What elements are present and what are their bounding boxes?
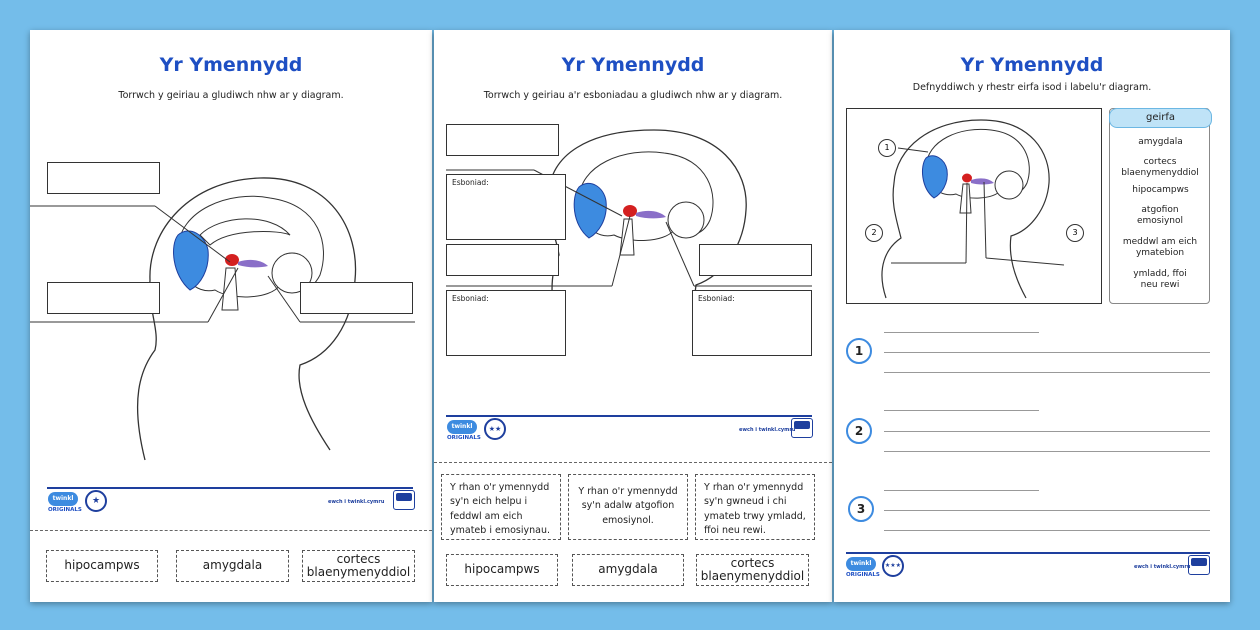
answer-line[interactable] <box>884 352 1210 353</box>
quality-badge-icon <box>791 418 813 438</box>
twinkl-logo: twinkl ORIGINALS <box>447 420 481 446</box>
explanation-box-2[interactable]: Esboniad: <box>446 290 566 356</box>
explanation-box-1[interactable]: Esboniad: <box>446 174 566 240</box>
label-box-3[interactable] <box>300 282 413 314</box>
cutout-description[interactable]: Y rhan o'r ymennydd sy'n adalw atgofion … <box>568 474 688 540</box>
label-box-1[interactable] <box>446 124 559 156</box>
cutout-word[interactable]: amygdala <box>176 550 289 582</box>
vocab-word: hipocampws <box>1132 185 1189 195</box>
cutout-word[interactable]: hipocampws <box>46 550 158 582</box>
footer-divider <box>846 552 1210 554</box>
instruction: Torrwch y geiriau a'r esboniadau a gludi… <box>483 90 783 101</box>
page-title: Yr Ymennydd <box>561 54 705 76</box>
answer-line[interactable] <box>884 490 1039 491</box>
answer-line[interactable] <box>884 372 1210 373</box>
page-title: Yr Ymennydd <box>960 54 1104 76</box>
cutout-description[interactable]: Y rhan o'r ymennydd sy'n gwneud i chi ym… <box>695 474 815 540</box>
label-box-2[interactable] <box>446 244 559 276</box>
cutout-word[interactable]: hipocampws <box>446 554 558 586</box>
diagram-label-2: 2 <box>865 224 883 242</box>
label-box-1[interactable] <box>47 162 160 194</box>
leader-lines <box>30 205 415 323</box>
diagram-label-3: 3 <box>1066 224 1084 242</box>
quality-badge-icon <box>1188 555 1210 575</box>
quality-badge-icon <box>393 490 415 510</box>
answer-line[interactable] <box>884 431 1210 432</box>
website-link[interactable]: ewch i twinkl.cymru <box>1134 564 1191 570</box>
cutout-word[interactable]: amygdala <box>572 554 684 586</box>
head-diagram <box>881 119 1065 299</box>
worksheet-2: Yr Ymennydd Torrwch y geiriau a'r esboni… <box>434 30 832 602</box>
head-diagram <box>136 177 357 461</box>
vocab-word: amygdala <box>1138 137 1183 147</box>
footer-divider <box>446 415 812 417</box>
cutout-word[interactable]: cortecs blaenymenyddiol <box>302 550 415 582</box>
vocab-word: meddwl am eich ymatebion <box>1122 237 1198 258</box>
vocab-word: cortecs blaenymenyddiol <box>1121 157 1199 178</box>
website-link[interactable]: ewch i twinkl.cymru <box>328 499 385 505</box>
question-number: 3 <box>848 496 874 522</box>
cut-line <box>30 530 432 531</box>
instruction: Torrwch y geiriau a gludiwch nhw ar y di… <box>118 90 344 101</box>
explanation-box-3[interactable]: Esboniad: <box>692 290 812 356</box>
worksheet-3: Yr Ymennydd Defnyddiwch y rhestr eirfa i… <box>834 30 1230 602</box>
cut-line <box>434 462 832 463</box>
difficulty-star-icon: ★★ <box>484 418 506 440</box>
vocabulary-box: geirfa amygdala cortecs blaenymenyddiol … <box>1109 108 1212 304</box>
vocab-word: ymladd, ffoi neu rewi <box>1133 269 1187 290</box>
cutout-description[interactable]: Y rhan o'r ymennydd sy'n eich helpu i fe… <box>441 474 561 540</box>
vocab-word: atgofion emosiynol <box>1136 205 1184 226</box>
worksheet-1: Yr Ymennydd Torrwch y geiriau a gludiwch… <box>30 30 432 602</box>
answer-line[interactable] <box>884 530 1210 531</box>
diagram-label-1: 1 <box>878 139 896 157</box>
answer-line[interactable] <box>884 510 1210 511</box>
twinkl-logo: twinkl ORIGINALS <box>48 492 82 518</box>
label-box-2[interactable] <box>47 282 160 314</box>
answer-line[interactable] <box>884 451 1210 452</box>
difficulty-star-icon: ★★★ <box>882 555 904 577</box>
twinkl-logo: twinkl ORIGINALS <box>846 557 880 583</box>
vocabulary-title: geirfa <box>1109 108 1212 128</box>
instruction: Defnyddiwch y rhestr eirfa isod i labelu… <box>912 82 1152 93</box>
label-box-3[interactable] <box>699 244 812 276</box>
answer-line[interactable] <box>884 410 1039 411</box>
head-diagram <box>547 129 747 356</box>
page-title: Yr Ymennydd <box>159 54 303 76</box>
question-number: 1 <box>846 338 872 364</box>
answer-line[interactable] <box>884 332 1039 333</box>
leader-lines <box>446 169 812 287</box>
question-number: 2 <box>846 418 872 444</box>
footer-divider <box>47 487 413 489</box>
cutout-word[interactable]: cortecs blaenymenyddiol <box>696 554 809 586</box>
difficulty-star-icon: ★ <box>85 490 107 512</box>
website-link[interactable]: ewch i twinkl.cymru <box>739 427 796 433</box>
